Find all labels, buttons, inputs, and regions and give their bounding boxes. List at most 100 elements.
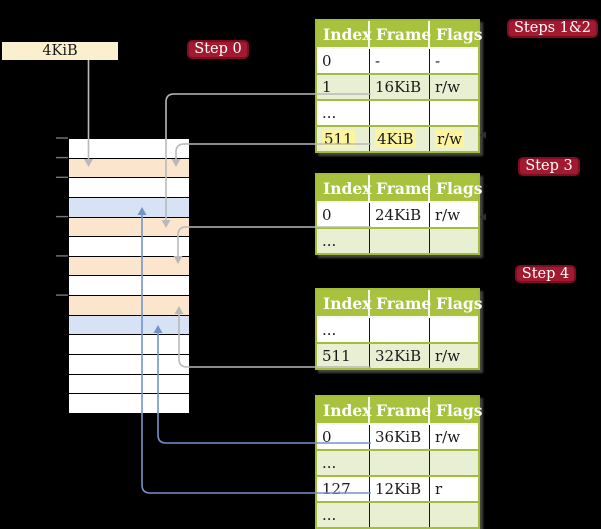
cell-text: 0 xyxy=(322,52,332,70)
steps-1-2-badge: Steps 1&2 xyxy=(507,19,598,38)
cell-text: r xyxy=(435,480,443,498)
header-cell-flags: Flags xyxy=(436,24,483,44)
table-cell: 4KiB xyxy=(370,127,430,151)
table-row: 1 16KiB r/w xyxy=(317,73,478,99)
memory-frame-row-11 xyxy=(69,355,189,375)
memory-frame-row-12 xyxy=(69,374,189,395)
table-cell xyxy=(430,318,478,342)
table-cell: 16KiB xyxy=(370,75,430,99)
steps-1-2-label: Steps 1&2 xyxy=(513,20,592,37)
cell-text: - xyxy=(375,52,381,70)
cell-text: ... xyxy=(322,454,337,472)
table-cell: 1 xyxy=(317,75,370,99)
memory-frame-row-5 xyxy=(69,237,189,257)
table-cell: r/w xyxy=(430,425,478,449)
table-cell xyxy=(370,318,430,342)
header-cell-frame: Frame xyxy=(370,21,431,47)
table-row: 511 4KiB r/w xyxy=(317,125,478,151)
table-cell: 36KiB xyxy=(370,425,430,449)
step-4-badge: Step 4 xyxy=(515,265,576,283)
step-0-label: Step 0 xyxy=(194,41,242,58)
table-cell: 511 xyxy=(317,344,370,368)
cell-text: r/w xyxy=(435,78,461,96)
step-0-badge: Step 0 xyxy=(187,40,249,59)
table-cell: 32KiB xyxy=(370,344,430,368)
table-cell: ... xyxy=(317,503,370,527)
cell-text: r/w xyxy=(435,130,465,148)
frame-size-box: 4KiB xyxy=(2,42,118,60)
cell-text: 127 xyxy=(322,480,351,498)
table-row: ... xyxy=(317,227,478,253)
table-cell: r xyxy=(430,477,478,501)
cell-text: 1 xyxy=(322,78,332,96)
table-cell: 127 xyxy=(317,477,370,501)
table-cell: r/w xyxy=(430,203,478,227)
table-cell: 511 xyxy=(317,127,370,151)
table-cell xyxy=(370,503,430,527)
cell-text: 4KiB xyxy=(375,130,416,148)
memory-frame-row-10 xyxy=(69,335,189,356)
memory-frame-row-13 xyxy=(69,394,189,413)
memory-frame-row-7 xyxy=(69,276,189,297)
table-row: ... xyxy=(317,99,478,125)
table-cell xyxy=(370,229,430,253)
header-cell-flags: Flags xyxy=(436,400,483,420)
step-4-label: Step 4 xyxy=(521,265,570,282)
table-row: ... xyxy=(317,449,478,475)
cell-text: 24KiB xyxy=(375,206,422,224)
cell-text: ... xyxy=(322,506,337,524)
table-cell: r/w xyxy=(430,75,478,99)
memory-frame-row-6 xyxy=(69,256,189,277)
table-cell: r/w xyxy=(430,127,478,151)
memory-frame-row-2 xyxy=(69,178,189,198)
memory-frame-row-3 xyxy=(69,197,189,218)
cell-text: 511 xyxy=(322,130,355,148)
cell-text: ... xyxy=(322,232,337,250)
recursive-loop-arrow-tip-table1 xyxy=(479,131,486,139)
table-cell: 12KiB xyxy=(370,477,430,501)
table-cell xyxy=(430,101,478,125)
memory-frame-row-4 xyxy=(69,217,189,238)
step-3-badge: Step 3 xyxy=(518,157,580,176)
header-cell-frame: Frame xyxy=(370,290,431,316)
loop-arrow-tip-table2 xyxy=(479,213,486,221)
table-cell xyxy=(430,451,478,475)
table-cell: ... xyxy=(317,229,370,253)
table-cell: 24KiB xyxy=(370,203,430,227)
cell-text: 0 xyxy=(322,428,332,446)
cell-text: ... xyxy=(322,321,337,339)
cell-text: 511 xyxy=(322,347,351,365)
header-cell-frame: Frame xyxy=(370,397,431,423)
cell-text: 36KiB xyxy=(375,428,422,446)
table-cell: 0 xyxy=(317,425,370,449)
header-cell-index: Index xyxy=(317,175,371,201)
memory-frame-row-1 xyxy=(69,158,189,179)
table-cell: ... xyxy=(317,451,370,475)
header-cell-frame: Frame xyxy=(370,175,431,201)
memory-frame-row-8 xyxy=(69,296,189,316)
table-cell xyxy=(370,451,430,475)
header-cell-flags: Flags xyxy=(436,178,483,198)
table-cell xyxy=(430,503,478,527)
header-cell-index: Index xyxy=(317,290,371,316)
table-cell: - xyxy=(370,49,430,73)
table-cell: 0 xyxy=(317,203,370,227)
physical-memory-stack xyxy=(68,138,190,414)
table-row: 0 36KiB r/w xyxy=(317,423,478,449)
table-cell: - xyxy=(430,49,478,73)
table-cell xyxy=(370,101,430,125)
header-cell-flags: Flags xyxy=(436,293,483,313)
frame-size-label: 4KiB xyxy=(42,43,78,59)
cell-text: - xyxy=(435,52,441,70)
table-cell: ... xyxy=(317,318,370,342)
cell-text: 16KiB xyxy=(375,78,422,96)
table-row: 127 12KiB r xyxy=(317,475,478,501)
